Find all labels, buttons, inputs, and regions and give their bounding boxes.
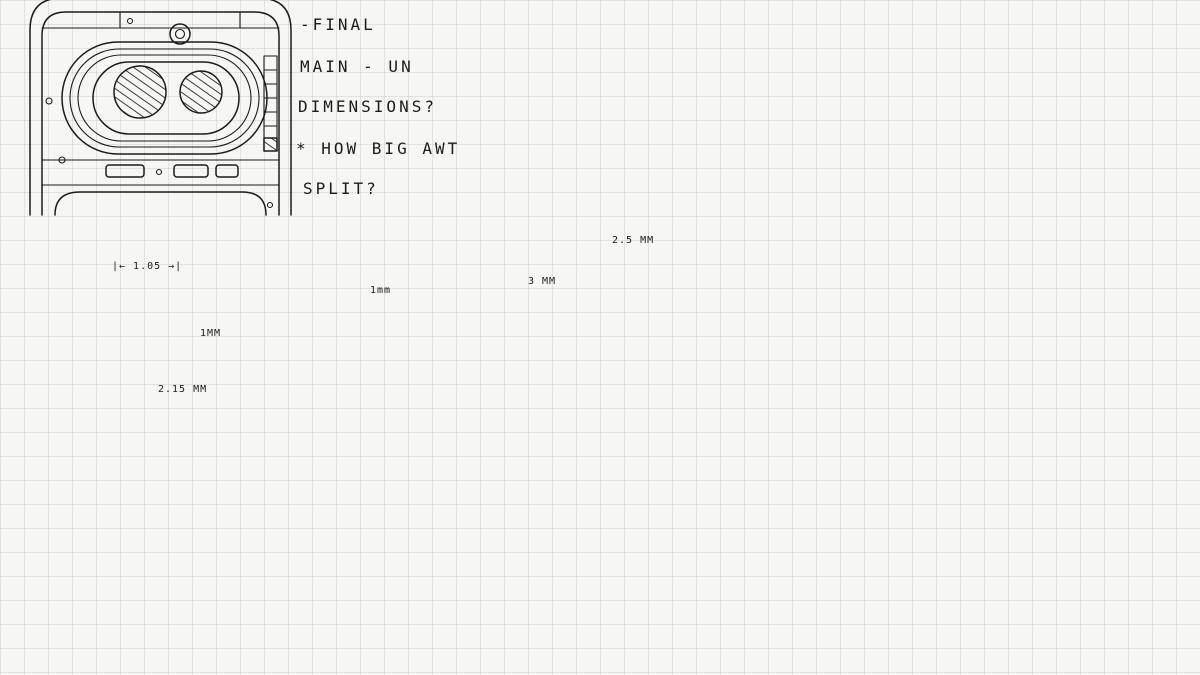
dim-bottom-width: 2.15 MM: [158, 384, 208, 395]
dim-height-right: 1mm: [370, 285, 392, 296]
note-split: SPLIT?: [303, 179, 379, 198]
phone-back-camera-sketch: [29, 0, 292, 216]
note-dimensions: DIMENSIONS?: [298, 97, 437, 116]
dim-step: 1MM: [200, 328, 222, 339]
note-final: -FINAL: [300, 15, 376, 34]
dim-top-width: |← 1.05 →|: [112, 261, 183, 272]
dim-iso-top: 2.5 MM: [612, 235, 655, 246]
note-main-un: MAIN - UN: [300, 57, 414, 76]
note-how-big: * HOW BIG AWT: [296, 139, 461, 158]
dim-iso-left: 3 MM: [528, 276, 557, 287]
